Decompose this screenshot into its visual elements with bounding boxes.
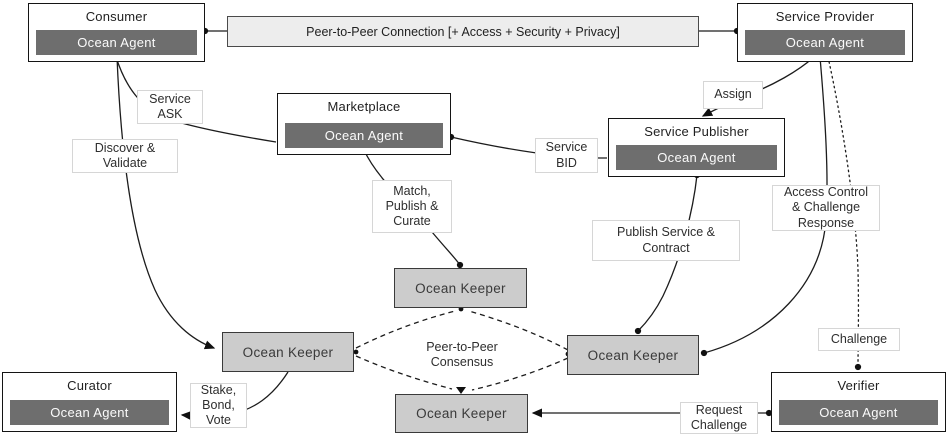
label-challenge: Challenge xyxy=(818,328,900,351)
service-provider-title: Service Provider xyxy=(775,9,875,24)
service-provider-ocean-agent: Ocean Agent xyxy=(745,30,905,55)
label-line: Discover & xyxy=(94,140,156,155)
service-publisher-title: Service Publisher xyxy=(644,124,749,139)
label-line: Response xyxy=(797,215,855,230)
label-assign: Assign xyxy=(703,81,763,109)
label-line: Stake, xyxy=(200,382,237,397)
curator-ocean-agent: Ocean Agent xyxy=(10,400,169,425)
verifier-ocean-agent: Ocean Agent xyxy=(779,400,938,425)
consumer-box: Consumer Ocean Agent xyxy=(28,3,205,62)
consensus-link-right-lower xyxy=(471,357,569,391)
marketplace-box: Marketplace Ocean Agent xyxy=(277,93,451,155)
curator-box: Curator Ocean Agent xyxy=(2,372,177,432)
label-peer-to-peer-consensus: Peer-to-Peer Consensus xyxy=(408,337,516,373)
consensus-link-left-upper xyxy=(355,310,456,349)
label-line: Service xyxy=(149,91,191,106)
consensus-dashed-links xyxy=(355,310,569,391)
curator-title: Curator xyxy=(67,378,112,393)
connector-publisher-keeper-right-publish xyxy=(634,171,701,335)
label-line: Vote xyxy=(205,413,232,428)
label-stake-bond-vote: Stake, Bond, Vote xyxy=(190,383,247,428)
verifier-title: Verifier xyxy=(837,378,880,393)
ocean-keeper-bottom: Ocean Keeper xyxy=(395,394,528,433)
label-line: Access Control xyxy=(783,185,869,200)
label-line: & Challenge xyxy=(791,200,861,215)
label-line: BID xyxy=(556,155,577,170)
label-match-publish-curate: Match, Publish & Curate xyxy=(372,180,452,233)
label-line: Publish Service & xyxy=(617,225,715,240)
label-publish-service-contract: Publish Service & Contract xyxy=(592,220,740,261)
p2p-connection-label: Peer-to-Peer Connection [+ Access + Secu… xyxy=(306,24,620,39)
consensus-link-left-lower xyxy=(355,355,453,390)
label-line: Request xyxy=(695,402,743,417)
marketplace-title: Marketplace xyxy=(327,99,401,114)
label-line: Match, xyxy=(393,183,431,198)
label-line: Contract xyxy=(642,240,690,255)
label-access-control-challenge-response: Access Control & Challenge Response xyxy=(772,185,880,231)
label-line: Curate xyxy=(393,214,431,229)
consensus-link-right-upper xyxy=(468,310,569,351)
label-line: Publish & xyxy=(385,198,439,213)
ocean-keeper-center: Ocean Keeper xyxy=(394,268,527,308)
consumer-title: Consumer xyxy=(85,9,148,24)
service-publisher-box: Service Publisher Ocean Agent xyxy=(608,118,785,177)
consensus-arrow-down xyxy=(456,387,466,394)
verifier-box: Verifier Ocean Agent xyxy=(771,372,946,432)
label-request-challenge: Request Challenge xyxy=(680,402,758,434)
ocean-keeper-left: Ocean Keeper xyxy=(222,332,354,372)
label-line: ASK xyxy=(157,107,183,121)
label-line: Peer-to-Peer xyxy=(426,339,498,354)
connector-consumer-keeper-left-discover xyxy=(116,56,216,350)
marketplace-ocean-agent: Ocean Agent xyxy=(285,123,443,148)
label-line: Consensus xyxy=(430,355,494,369)
label-line: Challenge xyxy=(830,331,888,346)
ocean-keeper-right: Ocean Keeper xyxy=(567,335,699,375)
p2p-connection-banner: Peer-to-Peer Connection [+ Access + Secu… xyxy=(227,16,699,47)
consumer-ocean-agent: Ocean Agent xyxy=(36,30,197,55)
service-publisher-ocean-agent: Ocean Agent xyxy=(616,145,777,170)
label-service-ask: Service ASK xyxy=(137,90,203,124)
service-provider-box: Service Provider Ocean Agent xyxy=(737,3,913,62)
label-line: Bond, xyxy=(202,397,235,412)
label-service-bid: Service BID xyxy=(535,138,598,173)
label-discover-validate: Discover & Validate xyxy=(72,139,178,173)
label-line: Challenge xyxy=(690,418,748,432)
label-line: Validate xyxy=(102,156,148,170)
connector-service-provider-verifier-challenge-dotted xyxy=(827,56,862,371)
label-line: Service xyxy=(545,140,588,155)
label-line: Assign xyxy=(714,87,752,102)
